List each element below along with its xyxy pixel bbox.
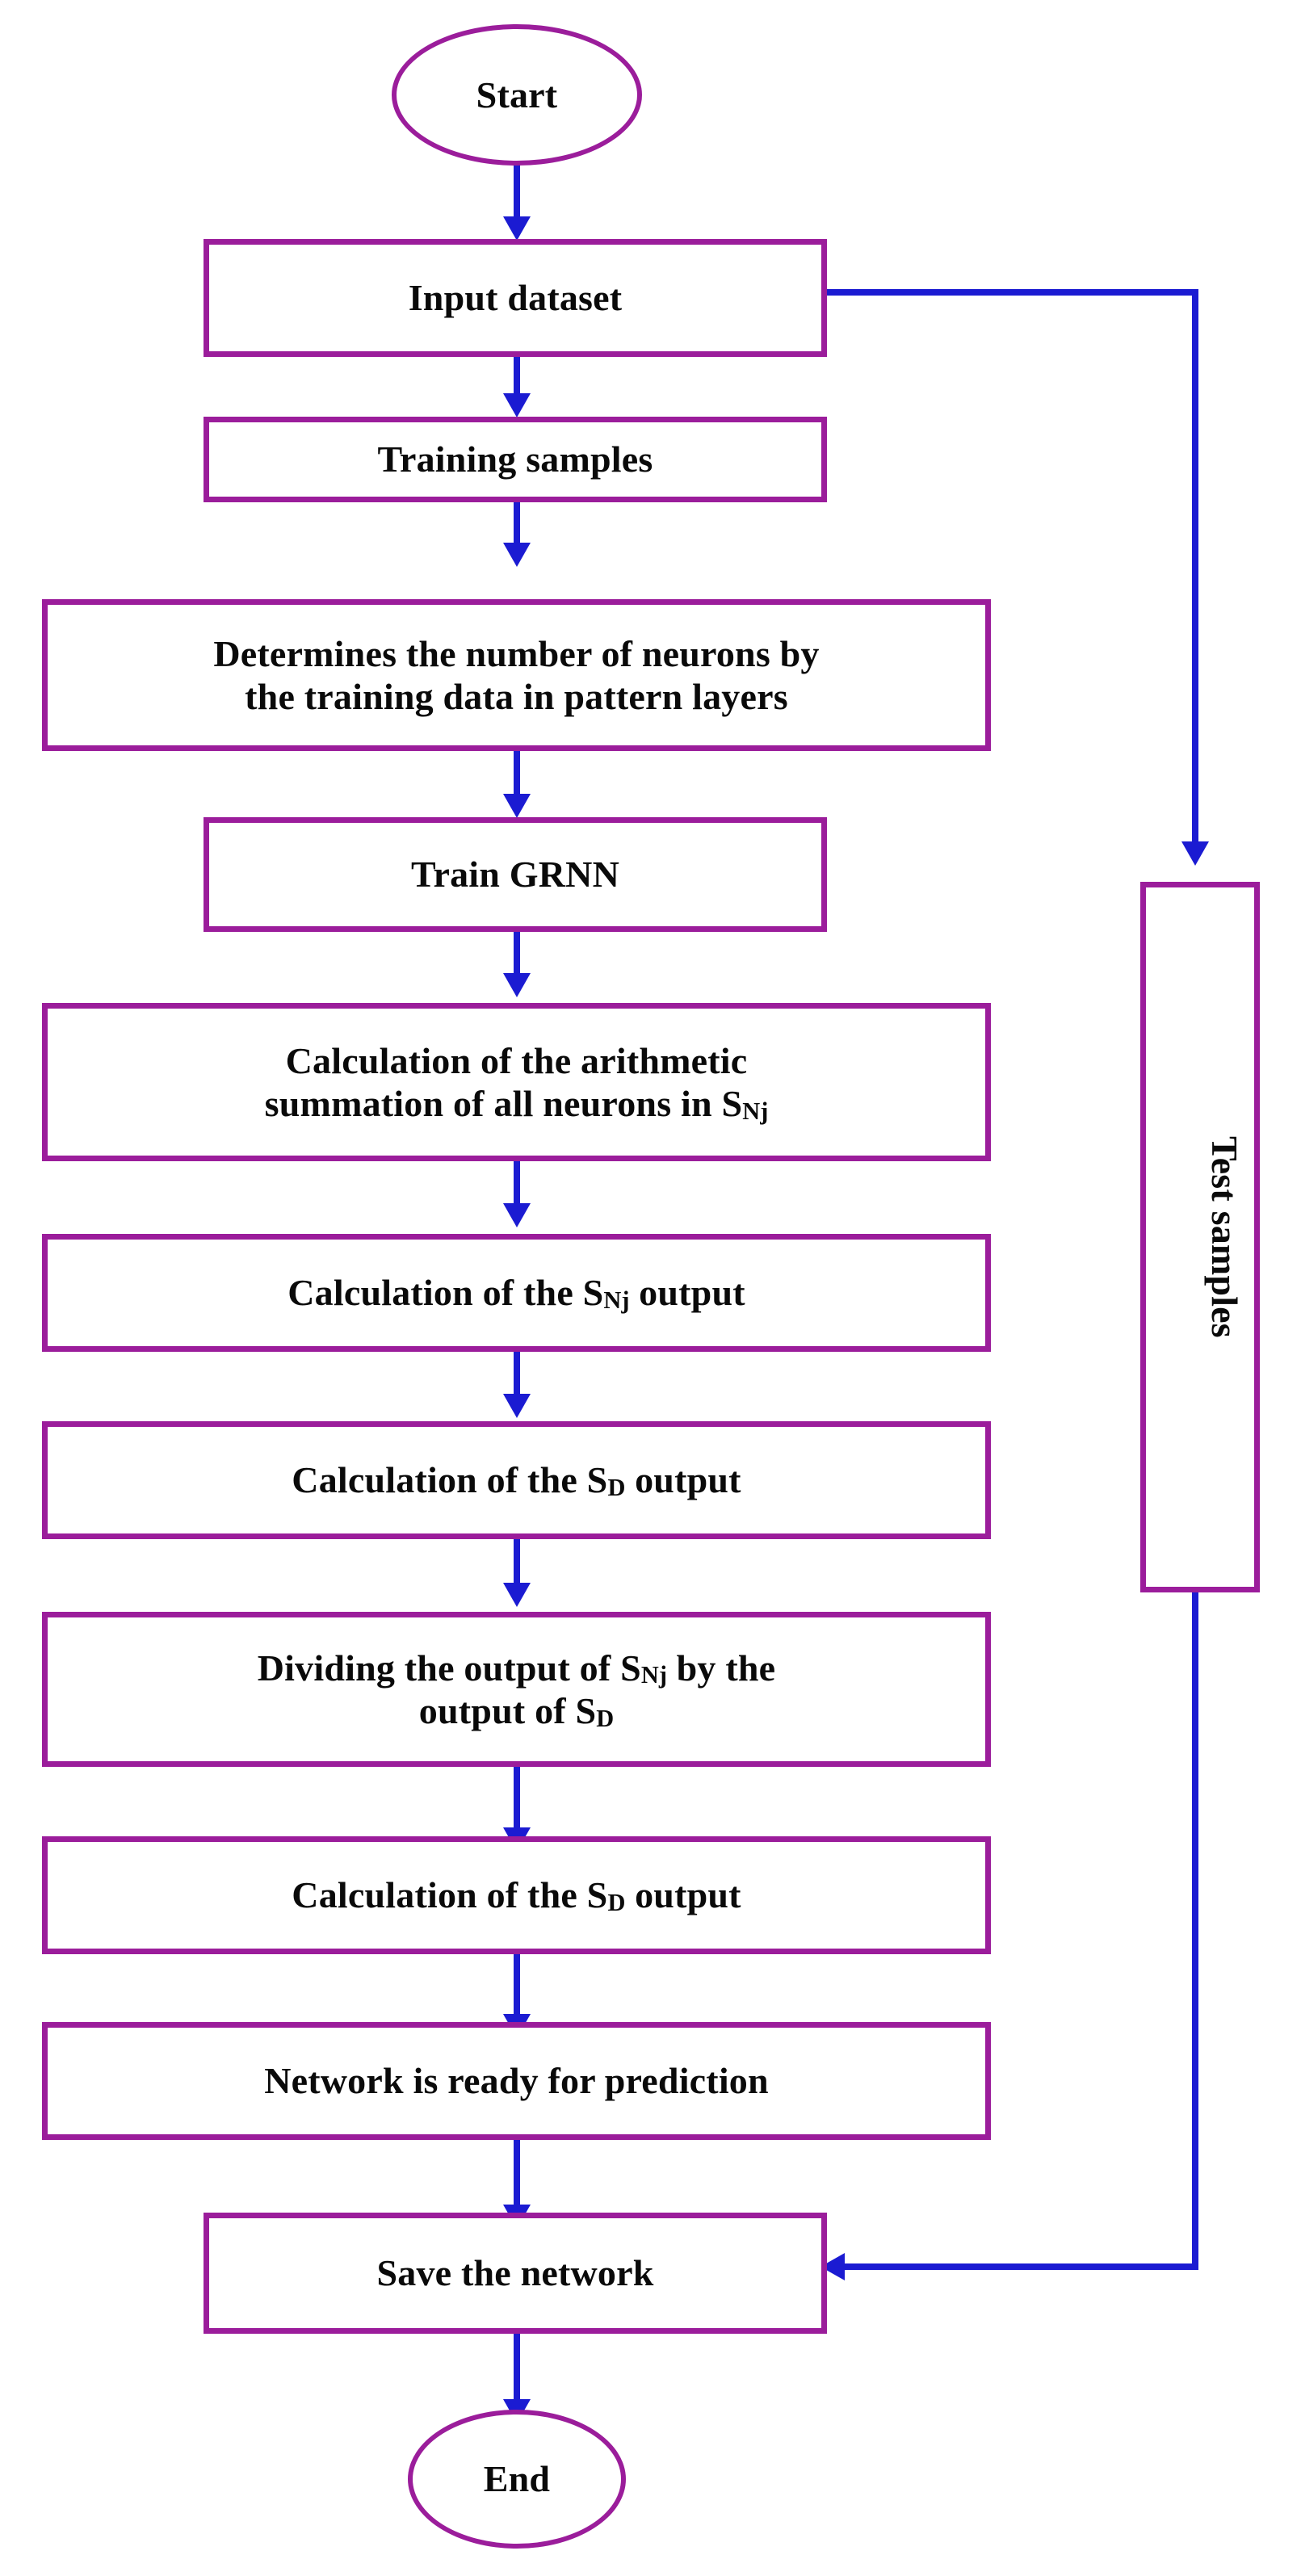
connector-sd2-to-network-ready [514, 1954, 520, 2017]
node-determines-neurons[interactable]: Determines the number of neurons by the … [42, 599, 991, 751]
arrow-sd1-to-dividing [503, 1583, 531, 1607]
node-input-dataset-label: Input dataset [408, 277, 623, 319]
node-arithmetic-summation-line2: summation of all neurons in S [264, 1083, 743, 1124]
connector-input-to-test-vertical [1192, 289, 1198, 846]
connector-determines-to-train [514, 749, 520, 799]
connector-network-ready-to-save [514, 2140, 520, 2209]
node-arithmetic-summation-line1: Calculation of the arithmetic [285, 1039, 748, 1081]
connector-train-to-summation [514, 930, 520, 979]
connector-test-to-save-horizontal [845, 2263, 1198, 2270]
node-calc-sd-output-1-prefix: Calculation of the S [292, 1459, 608, 1501]
connector-snj-to-sd1 [514, 1351, 520, 1398]
node-network-ready[interactable]: Network is ready for prediction [42, 2022, 991, 2140]
connector-input-to-training [514, 355, 520, 400]
node-train-grnn[interactable]: Train GRNN [204, 817, 827, 932]
connector-dividing-to-sd2 [514, 1767, 520, 1831]
node-test-samples-label: Test samples [1204, 1136, 1245, 1338]
node-start-label: Start [476, 73, 558, 115]
node-arithmetic-summation[interactable]: Calculation of the arithmetic summation … [42, 1003, 991, 1161]
node-end-label: End [483, 2458, 551, 2500]
node-calc-sd-output-2-suffix: output [625, 1874, 741, 1916]
node-calc-snj-output[interactable]: Calculation of the SNj output [42, 1234, 991, 1352]
connector-training-to-determines [514, 501, 520, 548]
arrow-training-to-determines [503, 543, 531, 567]
node-dividing-outputs-line1-prefix: Dividing the output of S [257, 1647, 641, 1689]
connector-input-to-test-horizontal [824, 289, 1198, 296]
node-arithmetic-summation-subscript: Nj [742, 1097, 769, 1125]
node-calc-snj-output-prefix: Calculation of the S [287, 1272, 604, 1314]
node-calc-sd-output-2[interactable]: Calculation of the SD output [42, 1836, 991, 1954]
node-training-samples-label: Training samples [377, 438, 653, 480]
node-calc-snj-output-subscript: Nj [603, 1286, 630, 1314]
node-start[interactable]: Start [392, 24, 642, 166]
node-dividing-outputs-line2-subscript: D [596, 1704, 615, 1732]
arrow-snj-to-sd1 [503, 1394, 531, 1418]
connector-start-to-input [514, 164, 520, 222]
arrow-summation-to-snj [503, 1203, 531, 1227]
node-calc-snj-output-suffix: output [629, 1272, 745, 1314]
arrow-input-to-test [1181, 841, 1209, 866]
node-save-network-label: Save the network [376, 2252, 654, 2294]
node-network-ready-label: Network is ready for prediction [264, 2060, 769, 2102]
node-determines-neurons-line2: the training data in pattern layers [245, 676, 788, 717]
node-dividing-outputs-line2-prefix: output of S [418, 1690, 597, 1731]
connector-summation-to-snj [514, 1160, 520, 1207]
arrow-determines-to-train [503, 794, 531, 818]
node-calc-sd-output-1-suffix: output [625, 1459, 741, 1501]
node-determines-neurons-line1: Determines the number of neurons by [213, 632, 820, 674]
node-save-network[interactable]: Save the network [204, 2213, 827, 2334]
node-end[interactable]: End [408, 2410, 626, 2549]
arrow-start-to-input [503, 216, 531, 241]
connector-test-to-save-vertical [1192, 1587, 1198, 2270]
connector-sd1-to-dividing [514, 1538, 520, 1588]
node-calc-sd-output-1-subscript: D [607, 1473, 626, 1501]
node-calc-sd-output-2-prefix: Calculation of the S [292, 1874, 608, 1916]
node-dividing-outputs-line1-subscript: Nj [640, 1661, 667, 1689]
node-calc-sd-output-1[interactable]: Calculation of the SD output [42, 1421, 991, 1539]
node-dividing-outputs[interactable]: Dividing the output of SNj by the output… [42, 1612, 991, 1767]
node-dividing-outputs-line1-suffix: by the [666, 1647, 776, 1689]
node-training-samples[interactable]: Training samples [204, 417, 827, 502]
connector-save-to-end [514, 2334, 520, 2405]
arrow-input-to-training [503, 393, 531, 417]
node-test-samples[interactable]: Test samples [1140, 882, 1260, 1592]
node-calc-sd-output-2-subscript: D [607, 1888, 626, 1916]
node-input-dataset[interactable]: Input dataset [204, 239, 827, 357]
arrow-train-to-summation [503, 973, 531, 997]
node-train-grnn-label: Train GRNN [411, 854, 619, 896]
